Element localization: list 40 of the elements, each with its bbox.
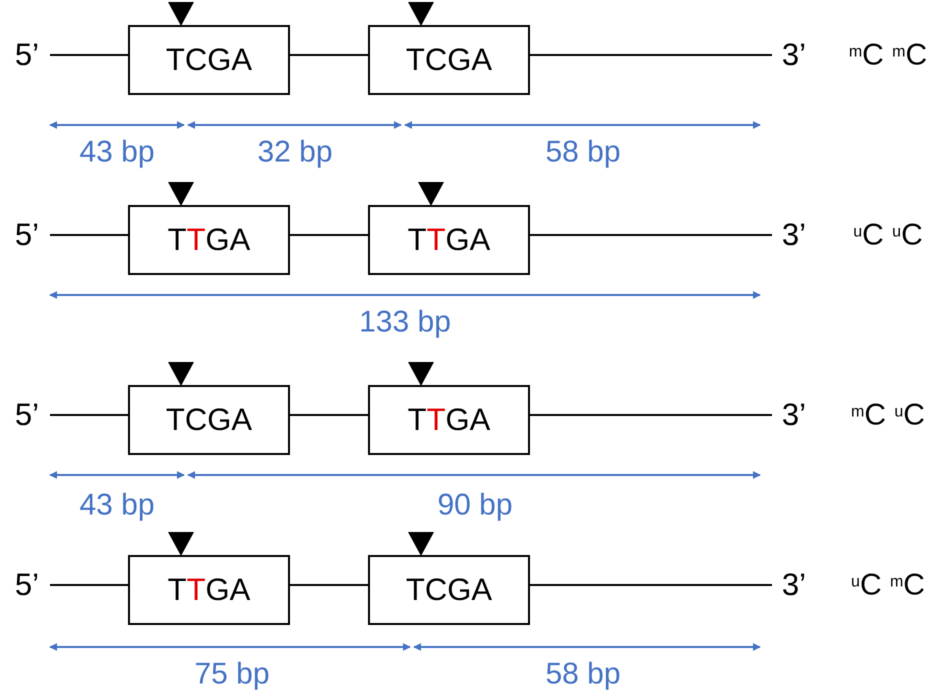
strand-end-label: 5’ bbox=[4, 393, 50, 437]
length-label: 32 bp bbox=[257, 134, 333, 170]
strand-end-label: 5’ bbox=[4, 563, 50, 607]
dna-strand-line bbox=[530, 234, 772, 236]
length-label: 133 bp bbox=[359, 304, 451, 340]
methylation-label: $^{m}$C $^{u}$C bbox=[851, 398, 925, 434]
length-label: 58 bp bbox=[545, 134, 621, 170]
dna-strand-line bbox=[50, 234, 128, 236]
length-label: 43 bp bbox=[79, 488, 155, 524]
dna-strand-line bbox=[530, 584, 772, 586]
dna-strand-line bbox=[530, 54, 772, 56]
dna-strand-line bbox=[530, 414, 772, 416]
sequence-box: TCGA bbox=[368, 25, 530, 95]
sequence-box: TTGA bbox=[128, 555, 290, 625]
length-label: 75 bp bbox=[194, 656, 270, 692]
methylation-label: $^{m}$C $^{m}$C bbox=[848, 38, 928, 74]
sequence-box: TTGA bbox=[368, 385, 530, 455]
methylation-label: $^{u}$C $^{m}$C bbox=[851, 568, 925, 604]
length-label: 58 bp bbox=[545, 656, 621, 692]
length-label: 43 bp bbox=[79, 134, 155, 170]
sequence-box: TCGA bbox=[128, 385, 290, 455]
dna-strand-line bbox=[290, 414, 368, 416]
strand-end-label: 3’ bbox=[772, 563, 816, 607]
length-label: 90 bp bbox=[437, 488, 513, 524]
strand-end-label: 3’ bbox=[772, 33, 816, 77]
strand-end-label: 5’ bbox=[4, 213, 50, 257]
dna-strand-line bbox=[50, 584, 128, 586]
dna-strand-line bbox=[290, 54, 368, 56]
sequence-box: TTGA bbox=[368, 205, 530, 275]
dna-strand-line bbox=[50, 54, 128, 56]
sequence-box: TCGA bbox=[128, 25, 290, 95]
strand-end-label: 5’ bbox=[4, 33, 50, 77]
methylation-label: $^{u}$C $^{u}$C bbox=[853, 218, 923, 254]
strand-end-label: 3’ bbox=[772, 393, 816, 437]
sequence-box: TTGA bbox=[128, 205, 290, 275]
sequence-box: TCGA bbox=[368, 555, 530, 625]
dna-strand-line bbox=[50, 414, 128, 416]
dna-strand-line bbox=[290, 584, 368, 586]
strand-end-label: 3’ bbox=[772, 213, 816, 257]
dna-strand-line bbox=[290, 234, 368, 236]
